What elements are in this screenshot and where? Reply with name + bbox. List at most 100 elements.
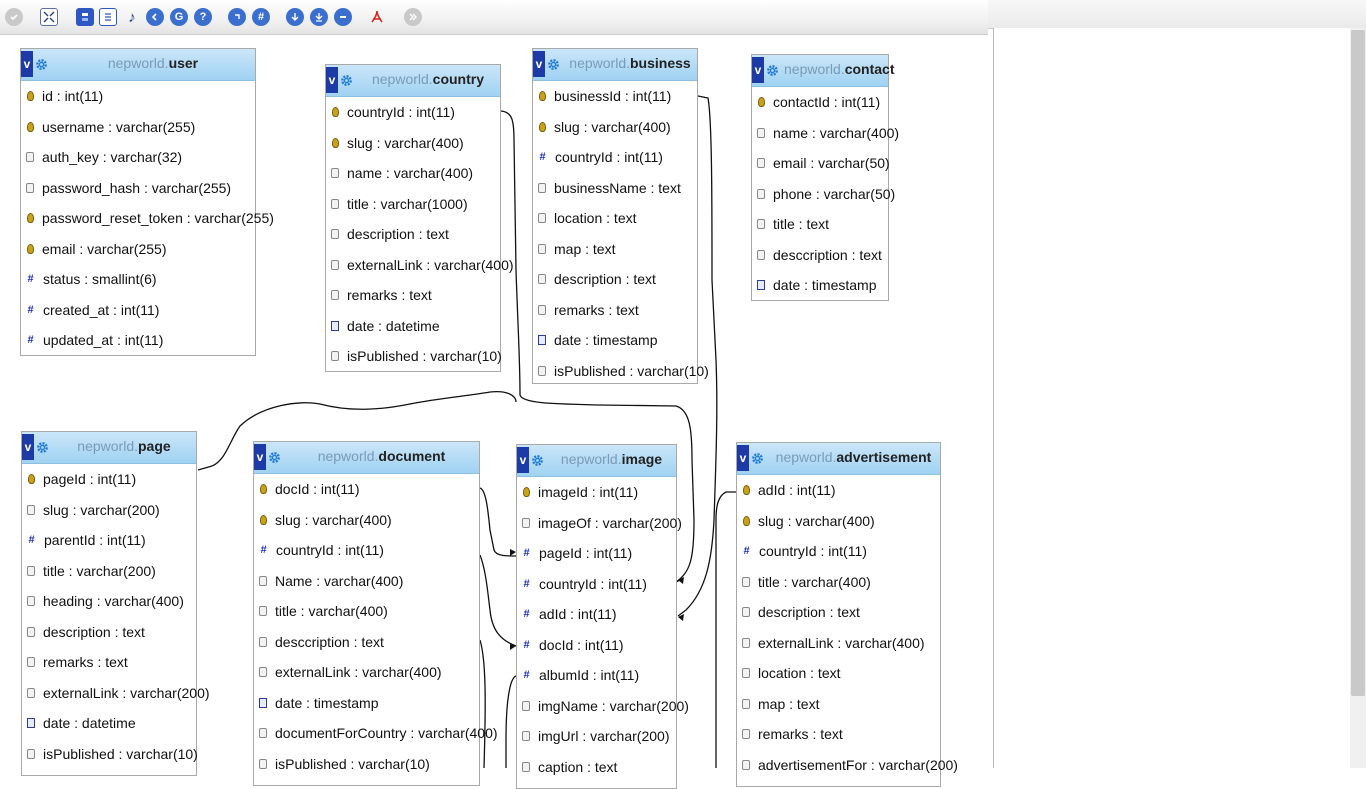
collapse-toggle-button[interactable]: v bbox=[737, 445, 749, 471]
column-row[interactable]: title : text bbox=[752, 209, 888, 240]
gear-icon[interactable] bbox=[340, 74, 353, 92]
column-row[interactable]: slug : varchar(400) bbox=[533, 112, 697, 143]
minus-icon[interactable] bbox=[334, 8, 352, 26]
scrollbar-thumb[interactable] bbox=[1351, 30, 1365, 696]
column-row[interactable]: password_reset_token : varchar(255) bbox=[21, 203, 274, 234]
forward-icon[interactable] bbox=[404, 8, 422, 26]
column-row[interactable]: description : text bbox=[22, 617, 196, 648]
column-row[interactable]: description : text bbox=[533, 264, 697, 295]
column-row[interactable]: pageId : int(11) bbox=[22, 464, 196, 495]
column-row[interactable]: countryId : int(11) bbox=[326, 97, 500, 128]
column-row[interactable]: date : datetime bbox=[326, 311, 500, 342]
column-row[interactable]: #countryId : int(11) bbox=[533, 142, 697, 173]
column-row[interactable]: remarks : text bbox=[22, 647, 196, 678]
column-row[interactable]: #countryId : int(11) bbox=[737, 536, 940, 567]
column-row[interactable]: contactId : int(11) bbox=[752, 87, 888, 118]
column-row[interactable]: desccription : text bbox=[254, 627, 479, 658]
column-row[interactable]: isPublished : varchar(10) bbox=[254, 749, 479, 780]
column-row[interactable]: map : text bbox=[533, 234, 697, 265]
gear-icon[interactable] bbox=[35, 58, 48, 76]
collapse-toggle-button[interactable]: v bbox=[326, 67, 338, 93]
column-row[interactable]: date : timestamp bbox=[254, 688, 479, 719]
column-row[interactable]: #status : smallint(6) bbox=[21, 264, 255, 295]
collapse-toggle-button[interactable]: v bbox=[254, 444, 266, 470]
prev-icon[interactable] bbox=[146, 8, 164, 26]
column-row[interactable]: caption : text bbox=[517, 752, 676, 783]
column-row[interactable]: location : text bbox=[737, 658, 940, 689]
save-icon[interactable] bbox=[76, 8, 94, 26]
download-icon[interactable] bbox=[310, 8, 328, 26]
gear-icon[interactable] bbox=[36, 441, 49, 459]
column-row[interactable]: businessId : int(11) bbox=[533, 81, 697, 112]
column-row[interactable]: adId : int(11) bbox=[737, 475, 940, 506]
column-row[interactable]: date : timestamp bbox=[752, 270, 888, 301]
collapse-toggle-button[interactable]: v bbox=[533, 51, 545, 77]
column-row[interactable]: title : varchar(200) bbox=[22, 556, 196, 587]
column-row[interactable]: id : int(11) bbox=[21, 81, 255, 112]
column-row[interactable]: desccription : text bbox=[752, 240, 888, 271]
column-row[interactable]: #countryId : int(11) bbox=[254, 535, 479, 566]
gear-icon[interactable] bbox=[547, 58, 560, 76]
edit-icon[interactable]: ♪ bbox=[128, 8, 136, 26]
pdf-icon[interactable] bbox=[368, 8, 386, 26]
column-row[interactable]: imageId : int(11) bbox=[517, 477, 676, 508]
column-row[interactable]: externalLink : varchar(400) bbox=[737, 628, 940, 659]
column-row[interactable]: auth_key : varchar(32) bbox=[21, 142, 255, 173]
column-row[interactable]: isPublished : varchar(10) bbox=[326, 341, 502, 372]
collapse-toggle-button[interactable]: v bbox=[21, 51, 33, 77]
column-row[interactable]: #created_at : int(11) bbox=[21, 295, 255, 326]
column-row[interactable]: slug : varchar(400) bbox=[737, 506, 940, 537]
column-row[interactable]: description : text bbox=[326, 219, 500, 250]
column-row[interactable]: heading : varchar(400) bbox=[22, 586, 196, 617]
column-row[interactable]: email : varchar(50) bbox=[752, 148, 890, 179]
column-row[interactable]: imageOf : varchar(200) bbox=[517, 508, 682, 539]
column-row[interactable]: name : varchar(400) bbox=[326, 158, 500, 189]
column-row[interactable]: #pageId : int(11) bbox=[517, 538, 676, 569]
collapse-toggle-button[interactable]: v bbox=[752, 57, 764, 83]
column-row[interactable]: imgName : varchar(200) bbox=[517, 691, 689, 722]
column-row[interactable]: location : text bbox=[533, 203, 697, 234]
reload-icon[interactable]: G bbox=[170, 8, 188, 26]
help-icon[interactable]: ? bbox=[194, 8, 212, 26]
column-row[interactable]: remarks : text bbox=[533, 295, 697, 326]
page-icon[interactable] bbox=[99, 8, 117, 26]
column-row[interactable]: date : datetime bbox=[22, 708, 196, 739]
gear-icon[interactable] bbox=[766, 64, 779, 82]
column-row[interactable]: #docId : int(11) bbox=[517, 630, 676, 661]
gear-icon[interactable] bbox=[268, 451, 281, 469]
column-row[interactable]: phone : varchar(50) bbox=[752, 179, 895, 210]
column-row[interactable]: map : text bbox=[737, 689, 940, 720]
collapse-toggle-button[interactable]: v bbox=[517, 447, 529, 473]
column-row[interactable]: remarks : text bbox=[326, 280, 500, 311]
column-row[interactable]: username : varchar(255) bbox=[21, 112, 255, 143]
fit-icon[interactable] bbox=[40, 8, 58, 26]
column-row[interactable]: name : varchar(400) bbox=[752, 118, 899, 149]
column-row[interactable]: slug : varchar(400) bbox=[254, 505, 479, 536]
column-row[interactable]: password_hash : varchar(255) bbox=[21, 173, 255, 204]
column-row[interactable]: slug : varchar(200) bbox=[22, 495, 196, 526]
gear-icon[interactable] bbox=[531, 454, 544, 472]
column-row[interactable]: #albumId : int(11) bbox=[517, 660, 676, 691]
column-row[interactable]: advertisementFor : varchar(200) bbox=[737, 750, 958, 781]
column-row[interactable]: title : varchar(400) bbox=[737, 567, 940, 598]
column-row[interactable]: #adId : int(11) bbox=[517, 599, 676, 630]
column-row[interactable]: isPublished : varchar(10) bbox=[533, 356, 709, 387]
column-row[interactable]: imgUrl : varchar(200) bbox=[517, 721, 676, 752]
column-row[interactable]: externalLink : varchar(400) bbox=[326, 250, 514, 281]
grid-icon[interactable]: # bbox=[252, 8, 270, 26]
column-row[interactable]: isPublished : varchar(10) bbox=[22, 739, 198, 770]
down-icon[interactable] bbox=[286, 8, 304, 26]
column-row[interactable]: #updated_at : int(11) bbox=[21, 325, 255, 356]
column-row[interactable]: #countryId : int(11) bbox=[517, 569, 676, 600]
column-row[interactable]: remarks : text bbox=[737, 719, 940, 750]
